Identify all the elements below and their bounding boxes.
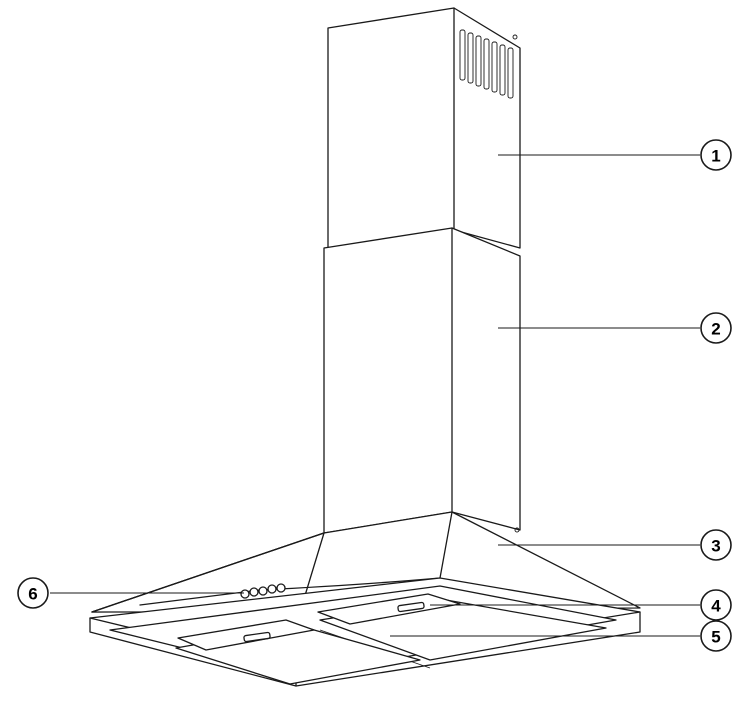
filter-bay: [109, 585, 617, 685]
callout-5-label: 5: [711, 628, 720, 647]
upper-chimney-cover: [327, 7, 521, 251]
control-button[interactable]: [276, 583, 286, 593]
callout-6: 6: [17, 577, 49, 609]
callout-1-label: 1: [711, 147, 720, 166]
control-button[interactable]: [267, 584, 277, 594]
control-button[interactable]: [249, 587, 259, 597]
leader-lines: [50, 154, 700, 637]
callout-2: 2: [700, 312, 732, 344]
light-cover-right: [317, 593, 461, 625]
callout-4: 4: [700, 589, 732, 621]
control-button[interactable]: [258, 586, 268, 596]
callout-1: 1: [700, 139, 732, 171]
callout-5: 5: [700, 620, 732, 652]
callout-6-label: 6: [28, 585, 37, 604]
control-button[interactable]: [240, 589, 250, 599]
callout-3-label: 3: [711, 537, 720, 556]
callout-3: 3: [700, 529, 732, 561]
callout-4-label: 4: [711, 597, 721, 616]
lower-chimney-cover: [323, 227, 521, 534]
callout-2-label: 2: [711, 320, 720, 339]
control-panel: [240, 583, 286, 599]
vent-slots: [459, 29, 514, 99]
